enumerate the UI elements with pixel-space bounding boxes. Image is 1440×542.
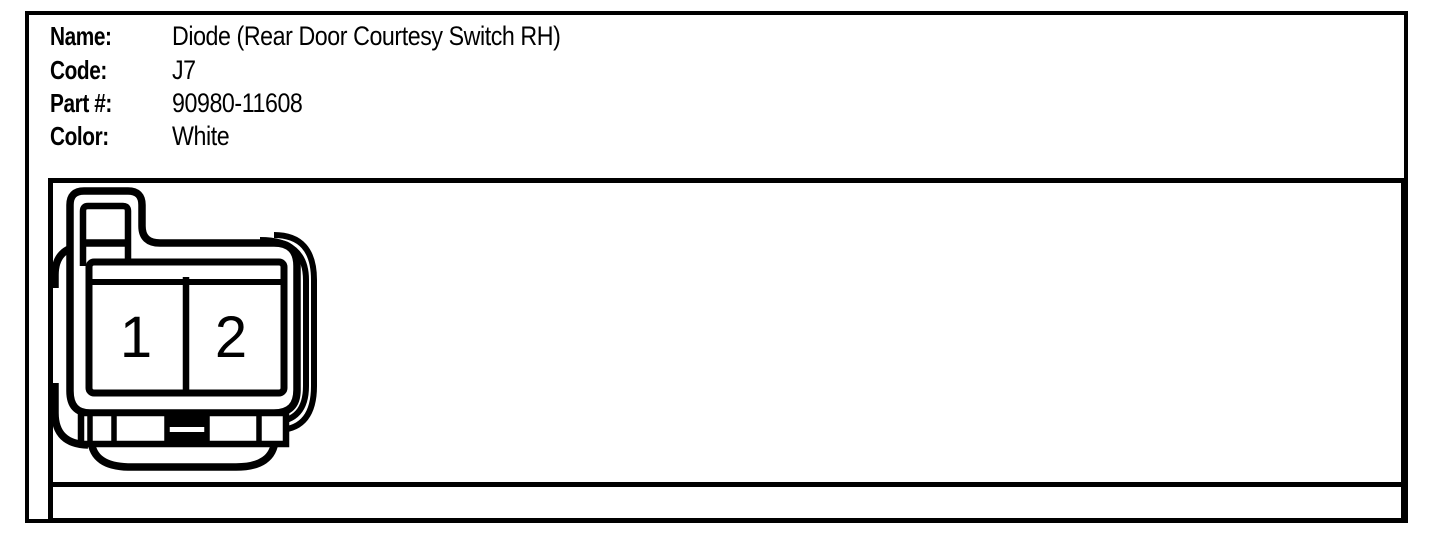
part-number-value: 90980-11608 — [172, 88, 303, 118]
pin-2-label: 2 — [215, 305, 247, 370]
panel-footer-strip — [48, 482, 1406, 523]
connector-face-drawing: 1 2 — [51, 187, 317, 471]
pin-1-label: 1 — [120, 305, 152, 370]
code-label: Code: — [50, 55, 107, 85]
retainer-center-bar-top — [167, 412, 207, 427]
code-value: J7 — [172, 55, 196, 85]
latch-tab-inner-outline — [79, 202, 132, 266]
connector-shadow-line-outer — [273, 232, 317, 433]
name-label: Name: — [50, 21, 112, 51]
retainer-center-bar-bottom — [167, 432, 207, 445]
color-value: White — [172, 121, 230, 151]
color-label: Color: — [50, 121, 109, 151]
part-number-label: Part #: — [50, 88, 112, 118]
name-value: Diode (Rear Door Courtesy Switch RH) — [172, 21, 561, 51]
